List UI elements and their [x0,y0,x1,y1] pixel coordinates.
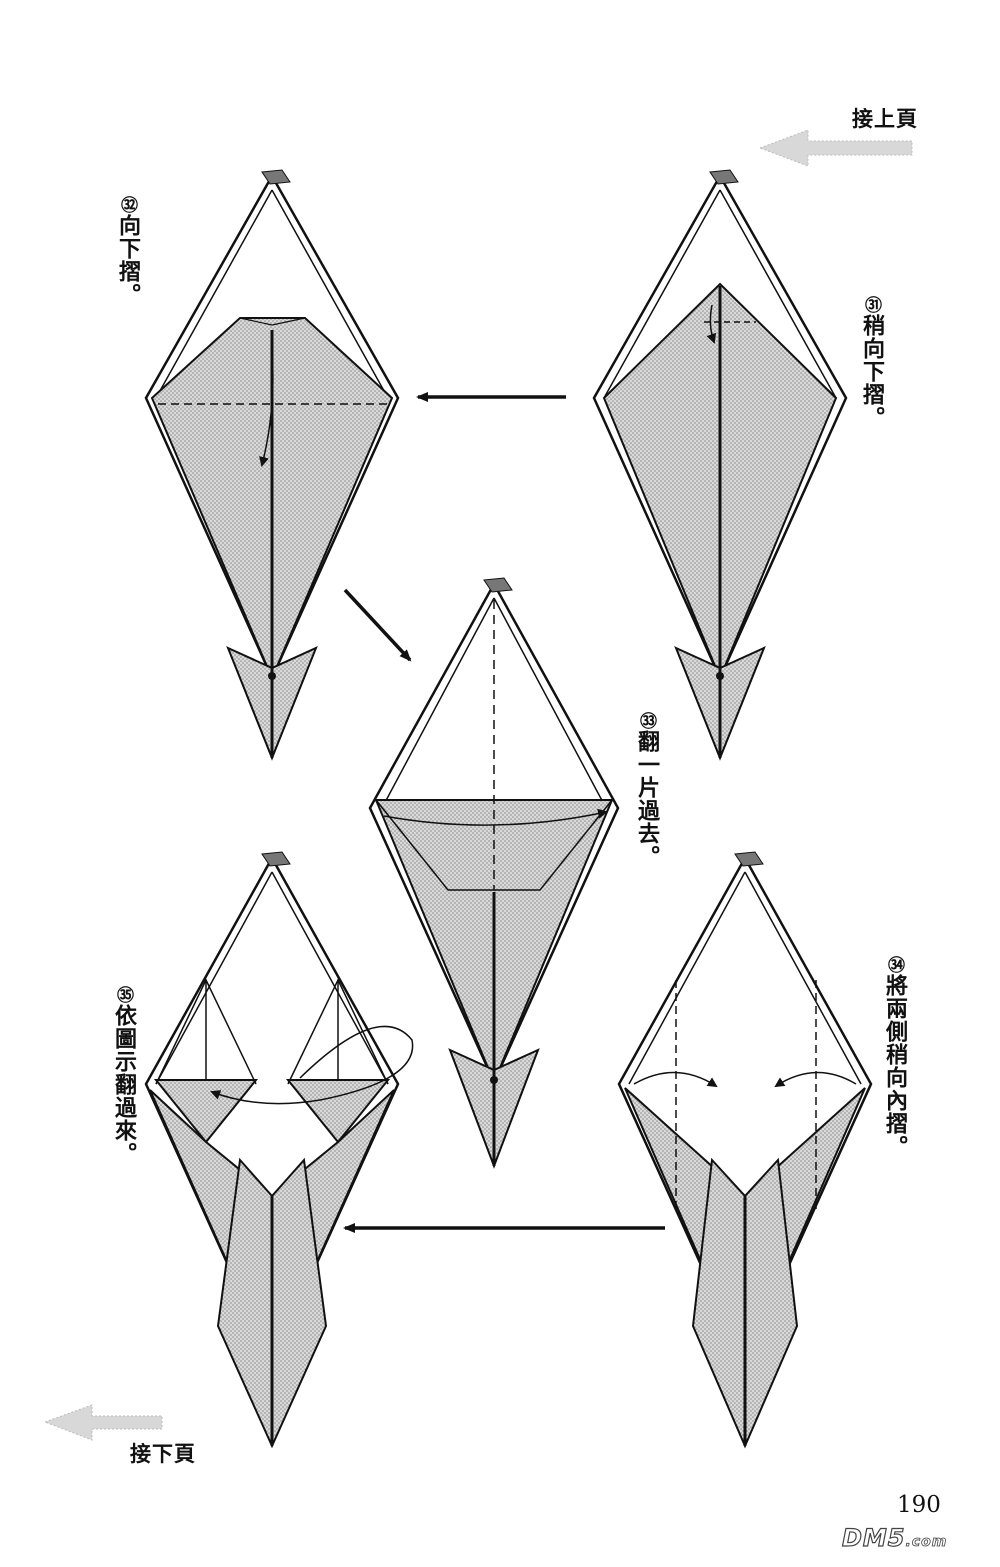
step-35-text: 依圖示翻過來。 [111,1004,136,1165]
step-33-text: 翻一片過去。 [634,730,659,868]
watermark-suffix: .com [905,1534,948,1551]
step-33-figure [368,577,620,1169]
step-31-figure [592,169,848,761]
step-35-figure [144,851,414,1449]
step-33-instruction: ㉝翻一片過去。 [633,712,659,868]
continued-to-arrow [43,1404,163,1441]
step-32-text: 向下摺。 [115,214,140,306]
step-31-number: ㉛ [861,296,881,314]
step-34-instruction: ㉞將兩側稍向內摺。 [881,956,907,1158]
flow-arrow-32-to-33 [343,588,412,662]
step-31-text: 稍向下摺。 [859,314,884,429]
step-32-instruction: ㉜向下摺。 [114,196,140,306]
step-34-text: 將兩側稍向內摺。 [882,974,907,1158]
continued-from-arrow [758,129,913,167]
step-32-number: ㉜ [117,196,137,214]
step-35-instruction: ㉟依圖示翻過來。 [110,986,136,1165]
step-33-number: ㉝ [636,712,656,730]
watermark-brand: DM5 [841,1523,906,1552]
step-32-figure [144,169,400,761]
step-34-figure [617,851,873,1449]
step-35-number: ㉟ [113,986,133,1004]
step-31-instruction: ㉛稍向下摺。 [858,296,884,429]
page-number: 190 [897,1492,941,1518]
step-34-number: ㉞ [884,956,904,974]
continued-to-label: 接下頁 [130,1442,196,1466]
continued-from-label: 接上頁 [852,107,918,131]
watermark: DM5.com [841,1523,948,1552]
